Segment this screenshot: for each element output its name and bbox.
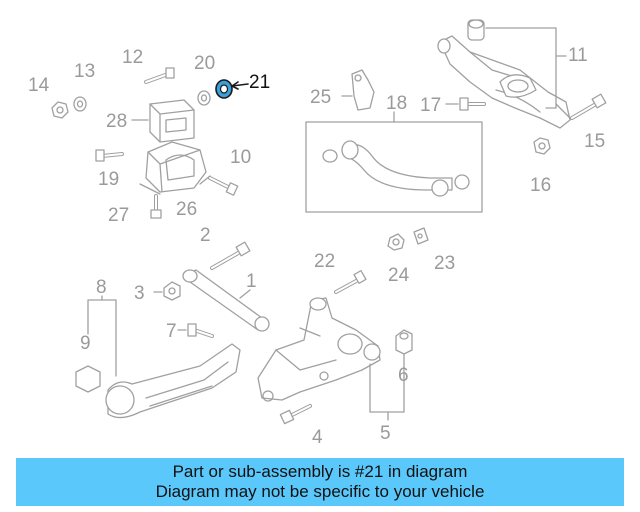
bushing-part-6	[395, 329, 413, 355]
callout-1: 1	[246, 271, 257, 292]
upper-control-arm-part-11	[437, 19, 571, 129]
callout-17: 17	[420, 95, 442, 116]
bolt-part-22	[334, 270, 367, 294]
washer-part-20	[197, 90, 211, 106]
bolt-part-4	[279, 404, 312, 425]
banner-line-1: Part or sub-assembly is #21 in diagram	[172, 462, 468, 481]
knuckle-assembly	[257, 297, 381, 402]
bushing-part-21-highlighted	[215, 79, 249, 99]
bolt-part-12	[144, 67, 175, 84]
callout-6: 6	[398, 365, 409, 386]
trailing-arm-part-8	[105, 343, 241, 419]
callout-10: 10	[230, 147, 252, 168]
callout-20: 20	[194, 53, 216, 74]
callout-22: 22	[314, 251, 336, 272]
nut-part-3	[153, 281, 181, 301]
callout-18: 18	[386, 93, 408, 114]
callout-15: 15	[584, 131, 606, 152]
callout-13: 13	[74, 61, 96, 82]
nut-part-14	[51, 101, 69, 119]
callout-19: 19	[98, 169, 120, 190]
callout-4: 4	[312, 427, 323, 448]
callout-24: 24	[388, 265, 410, 286]
callout-21-highlighted: 21	[249, 72, 271, 93]
bolt-part-27	[150, 194, 162, 219]
bolt-part-17	[445, 97, 486, 111]
callout-bracket-8	[87, 295, 117, 377]
callout-bracket-5	[369, 353, 405, 421]
lateral-link-part-18	[305, 111, 483, 213]
bracket-part-25	[341, 69, 375, 111]
washer-part-13	[73, 96, 87, 112]
callout-23: 23	[434, 253, 456, 274]
callout-8: 8	[96, 277, 107, 298]
callout-5: 5	[380, 423, 391, 444]
callout-9: 9	[80, 333, 91, 354]
callout-3: 3	[134, 283, 145, 304]
exploded-suspension-diagram	[51, 19, 607, 425]
callout-14: 14	[28, 75, 50, 96]
callout-7: 7	[166, 321, 177, 342]
mount-part-26	[139, 141, 211, 195]
callout-27: 27	[108, 205, 130, 226]
bolt-part-15	[570, 93, 607, 120]
callout-28: 28	[106, 111, 128, 132]
bolt-part-19	[95, 149, 124, 162]
nut-part-24	[387, 233, 405, 251]
callout-11: 11	[568, 45, 588, 66]
info-banner: Part or sub-assembly is #21 in diagram D…	[16, 458, 624, 506]
callout-12: 12	[122, 47, 144, 68]
bolt-part-7	[177, 323, 214, 338]
callout-bracket-11	[485, 27, 567, 109]
nut-part-16	[533, 137, 551, 155]
bolt-part-10	[208, 176, 239, 196]
callout-25: 25	[310, 87, 332, 108]
toe-link-part-1	[182, 269, 270, 332]
mount-part-28	[131, 99, 195, 143]
bracket-part-23	[413, 227, 429, 245]
bolt-part-2	[210, 241, 251, 270]
callout-2: 2	[200, 225, 211, 246]
banner-line-2: Diagram may not be specific to your vehi…	[155, 482, 485, 501]
callout-16: 16	[530, 175, 552, 196]
cap-part-9	[75, 365, 101, 393]
callout-26: 26	[176, 199, 198, 220]
